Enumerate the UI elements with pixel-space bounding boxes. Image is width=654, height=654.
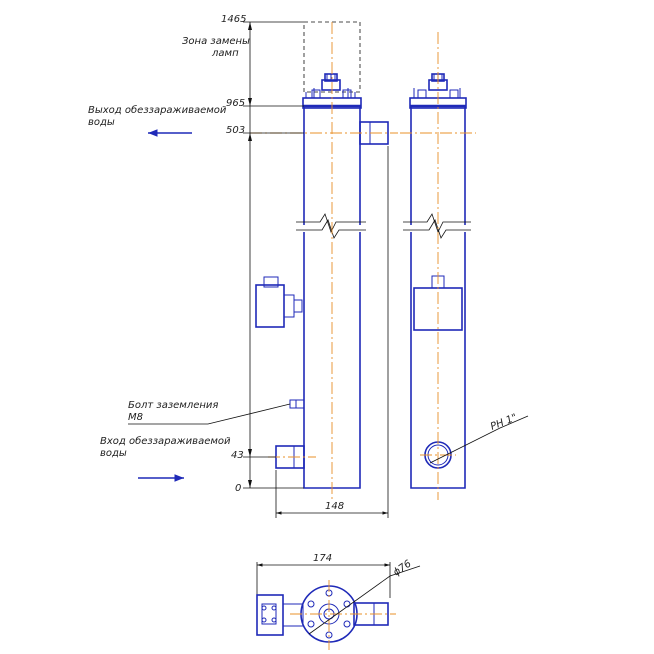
svg-text:воды: воды [88, 117, 115, 128]
svg-text:Вход обеззараживаемой: Вход обеззараживаемой [100, 435, 231, 447]
dim-174: 174 [313, 553, 332, 564]
dim-0: 0 [235, 483, 241, 494]
dim-965: 965 [226, 98, 245, 109]
svg-text:М8: М8 [128, 412, 143, 423]
thread-label: РН 1" [489, 412, 519, 433]
dim-148: 148 [325, 501, 344, 512]
svg-text:воды: воды [100, 448, 127, 459]
front-view [250, 21, 398, 500]
top-control-box [256, 594, 284, 636]
svg-text:Выход обеззараживаемой: Выход обеззараживаемой [88, 104, 227, 116]
thread-leader [429, 415, 529, 464]
svg-text:Зона замены: Зона замены [182, 36, 250, 47]
dim-43: 43 [231, 450, 244, 461]
width-dimension-148: 148 [275, 146, 389, 518]
outlet-label: Выход обеззараживаемой воды [88, 104, 227, 137]
grounding-bolt [289, 399, 305, 409]
vertical-dimensions: 1465 965 503 43 0 [221, 14, 304, 494]
dim-diameter-76: ϕ76 [391, 558, 413, 578]
front-control-box [255, 276, 303, 328]
side-body-upper [410, 106, 466, 225]
diameter-leader [308, 565, 421, 635]
lamp-zone-label: Зона замены ламп [182, 36, 250, 59]
svg-text:Болт заземления: Болт заземления [128, 400, 218, 411]
top-view: 174 ϕ76 [256, 553, 421, 650]
front-break-line [296, 213, 366, 234]
svg-text:ламп: ламп [211, 48, 239, 59]
inlet-label: Вход обеззараживаемой воды [100, 435, 231, 482]
dim-1465: 1465 [221, 14, 246, 25]
side-view: РН 1" [400, 32, 529, 500]
dim-503: 503 [226, 125, 245, 136]
grounding-bolt-label: Болт заземления М8 [128, 400, 291, 425]
